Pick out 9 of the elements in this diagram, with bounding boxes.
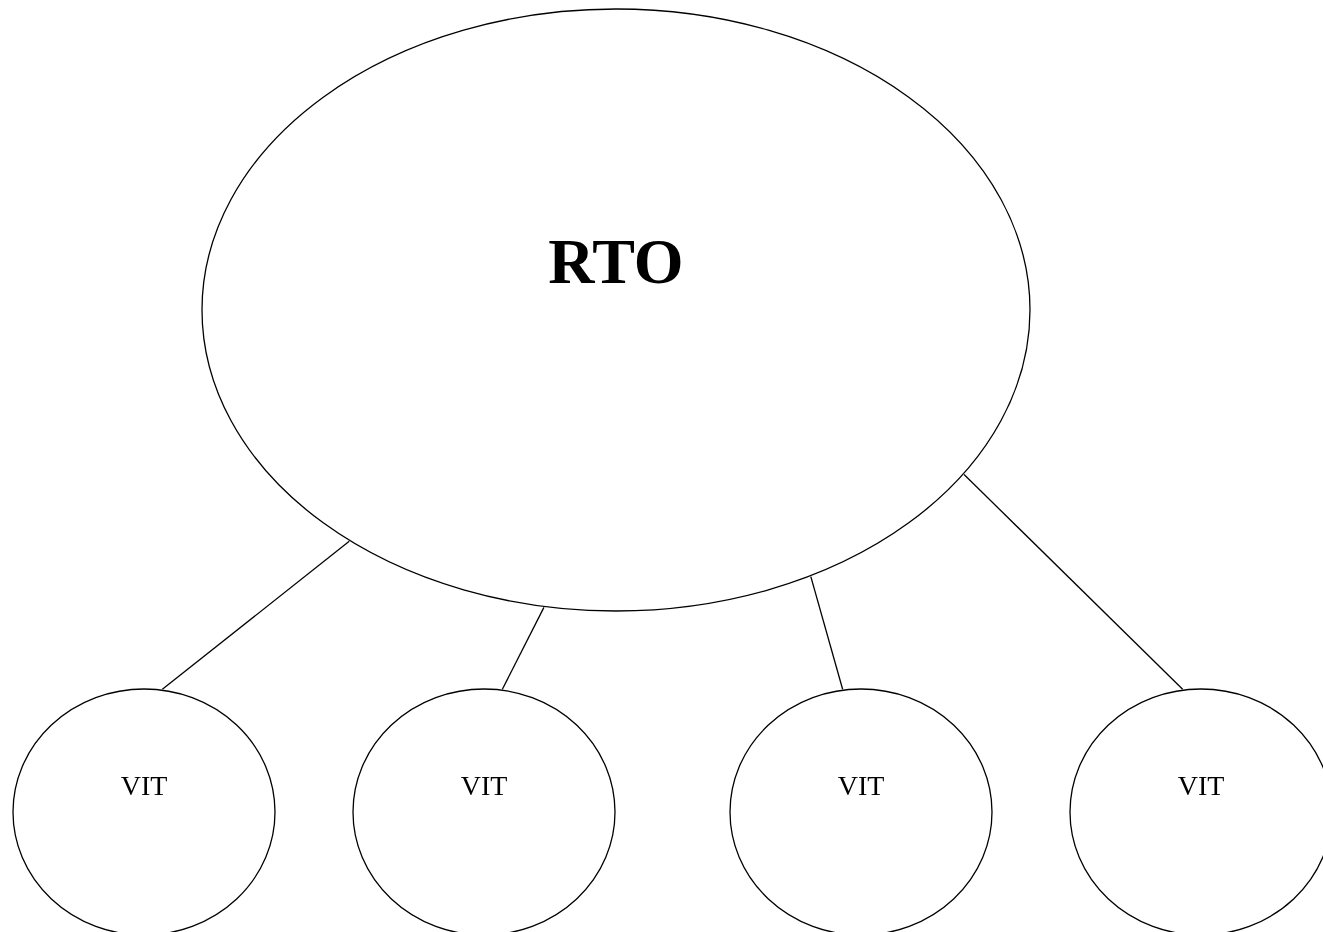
connector-line [501, 606, 545, 690]
node-label: RTO [548, 230, 684, 294]
node-label: VIT [837, 772, 885, 800]
connector-line [161, 540, 350, 690]
connector-line [810, 576, 844, 690]
node-label: VIT [120, 772, 168, 800]
connector-line [963, 473, 1184, 690]
node-label: VIT [460, 772, 508, 800]
node-label: VIT [1177, 772, 1225, 800]
